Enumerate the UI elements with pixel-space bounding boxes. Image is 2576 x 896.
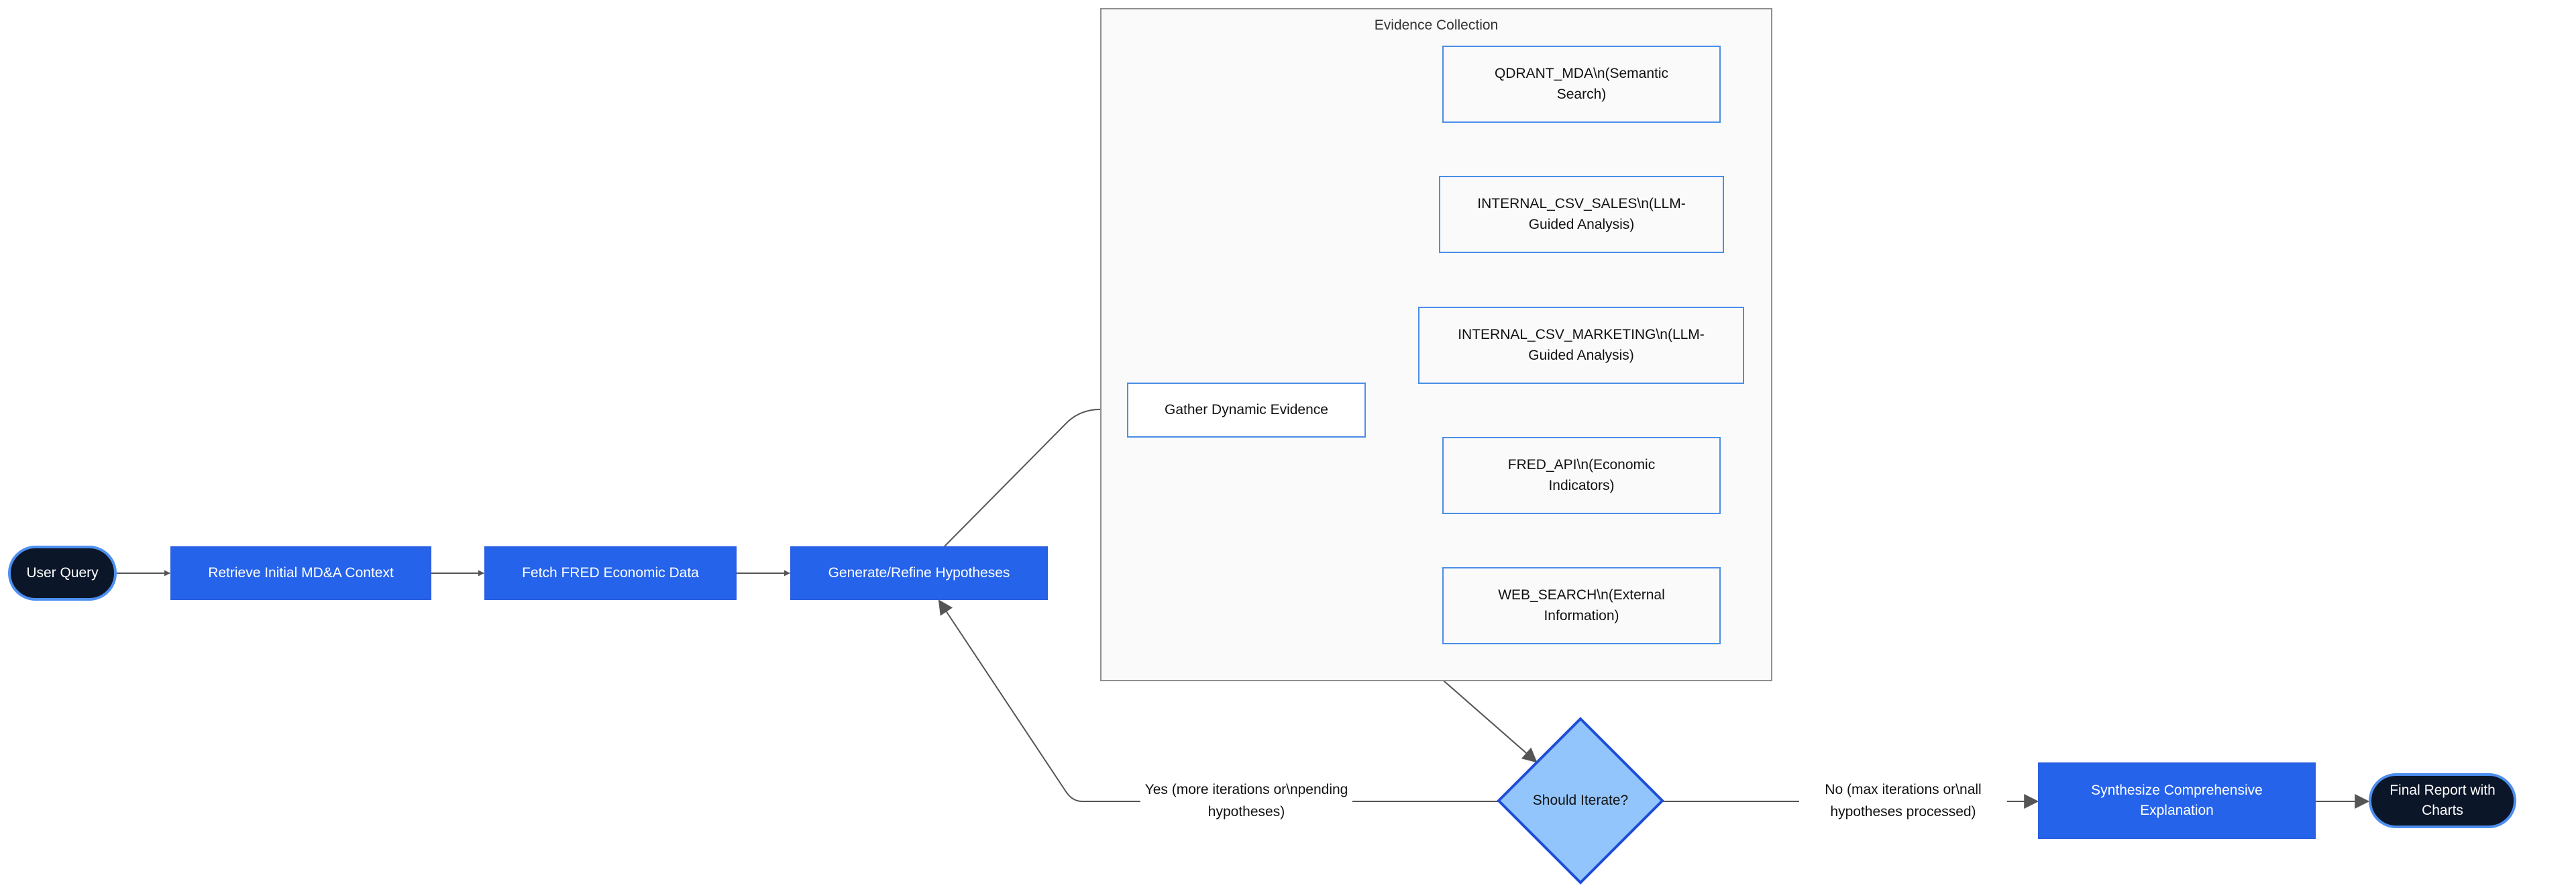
retrieve-context-node[interactable]: Retrieve Initial MD&A Context: [170, 546, 431, 600]
fetch-fred-label: Fetch FRED Economic Data: [522, 564, 699, 581]
edge-label-no: No (max iterations or\nall hypotheses pr…: [1799, 777, 2007, 826]
edge-label-line1: No (max iterations or\nall: [1825, 782, 1982, 798]
source-label-line1: INTERNAL_CSV_SALES\n(LLM-: [1477, 196, 1686, 212]
user-query-label: User Query: [26, 564, 99, 581]
decision-node[interactable]: Should Iterate?: [1493, 713, 1668, 888]
retrieve-context-label: Retrieve Initial MD&A Context: [208, 564, 394, 581]
source-label-line2: Indicators): [1548, 477, 1615, 493]
gather-evidence-node[interactable]: Gather Dynamic Evidence: [1127, 383, 1366, 438]
fetch-fred-node[interactable]: Fetch FRED Economic Data: [484, 546, 737, 600]
final-report-label: Final Report with Charts: [2390, 782, 2496, 818]
synthesize-label-line1: Synthesize Comprehensive: [2091, 782, 2263, 798]
generate-hypotheses-node[interactable]: Generate/Refine Hypotheses: [790, 546, 1048, 600]
generate-hypotheses-label: Generate/Refine Hypotheses: [828, 564, 1010, 581]
edge-label-yes: Yes (more iterations or\npending hypothe…: [1140, 777, 1352, 826]
source-label-line1: INTERNAL_CSV_MARKETING\n(LLM-: [1458, 327, 1705, 343]
decision-label: Should Iterate?: [1532, 793, 1629, 808]
source-fred-api[interactable]: FRED_API\n(Economic Indicators): [1442, 437, 1721, 514]
source-label-line1: WEB_SEARCH\n(External: [1498, 587, 1665, 603]
user-query-node[interactable]: User Query: [8, 546, 117, 601]
synthesize-label-line2: Explanation: [2140, 803, 2214, 818]
source-label-line2: Search): [1556, 86, 1607, 102]
source-label-line1: QDRANT_MDA\n(Semantic: [1494, 66, 1669, 82]
decision-shape: [1497, 717, 1664, 885]
cluster-title: Evidence Collection: [1374, 17, 1499, 33]
synthesize-node[interactable]: Synthesize Comprehensive Explanation: [2038, 762, 2316, 839]
edge-yes-to-generate: [938, 599, 1140, 802]
final-report-node[interactable]: Final Report with Charts: [2369, 773, 2516, 828]
edge-label-line2: or\npending hypotheses): [1208, 782, 1348, 819]
source-web-search[interactable]: WEB_SEARCH\n(External Information): [1442, 567, 1721, 644]
source-label-line1: FRED_API\n(Economic: [1507, 457, 1656, 473]
edge-label-line2: hypotheses processed): [1830, 804, 1976, 819]
source-qdrant-mda[interactable]: QDRANT_MDA\n(Semantic Search): [1442, 46, 1721, 123]
gather-evidence-label: Gather Dynamic Evidence: [1165, 401, 1328, 417]
edge-generate-to-gather: [944, 406, 1127, 547]
source-label-line2: Guided Analysis): [1528, 216, 1635, 232]
source-internal-csv-marketing[interactable]: INTERNAL_CSV_MARKETING\n(LLM- Guided Ana…: [1418, 307, 1744, 384]
source-label-line2: Guided Analysis): [1528, 347, 1634, 363]
source-internal-csv-sales[interactable]: INTERNAL_CSV_SALES\n(LLM- Guided Analysi…: [1439, 176, 1724, 253]
edge-label-line1: Yes (more iterations: [1144, 782, 1270, 798]
source-label-line2: Information): [1544, 607, 1619, 624]
